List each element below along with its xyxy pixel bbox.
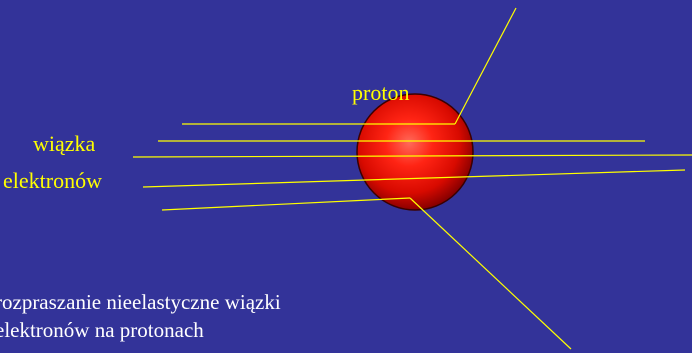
beam-label-line1: wiązka [33, 131, 96, 156]
scattered-track-lower [409, 197, 572, 350]
caption: rozpraszanie nieelastyczne wiązki elektr… [0, 288, 281, 344]
proton-label: proton [352, 80, 410, 105]
scattered-track-upper [454, 7, 517, 125]
beam-line-5 [161, 197, 411, 211]
proton-sphere [356, 93, 474, 211]
caption-line2: elektronów na protonach [0, 318, 204, 342]
beam-label-line2: elektronów [3, 168, 102, 193]
beam-line-4 [142, 169, 686, 188]
caption-line1: rozpraszanie nieelastyczne wiązki [0, 290, 281, 314]
beam-line-3 [132, 154, 692, 158]
